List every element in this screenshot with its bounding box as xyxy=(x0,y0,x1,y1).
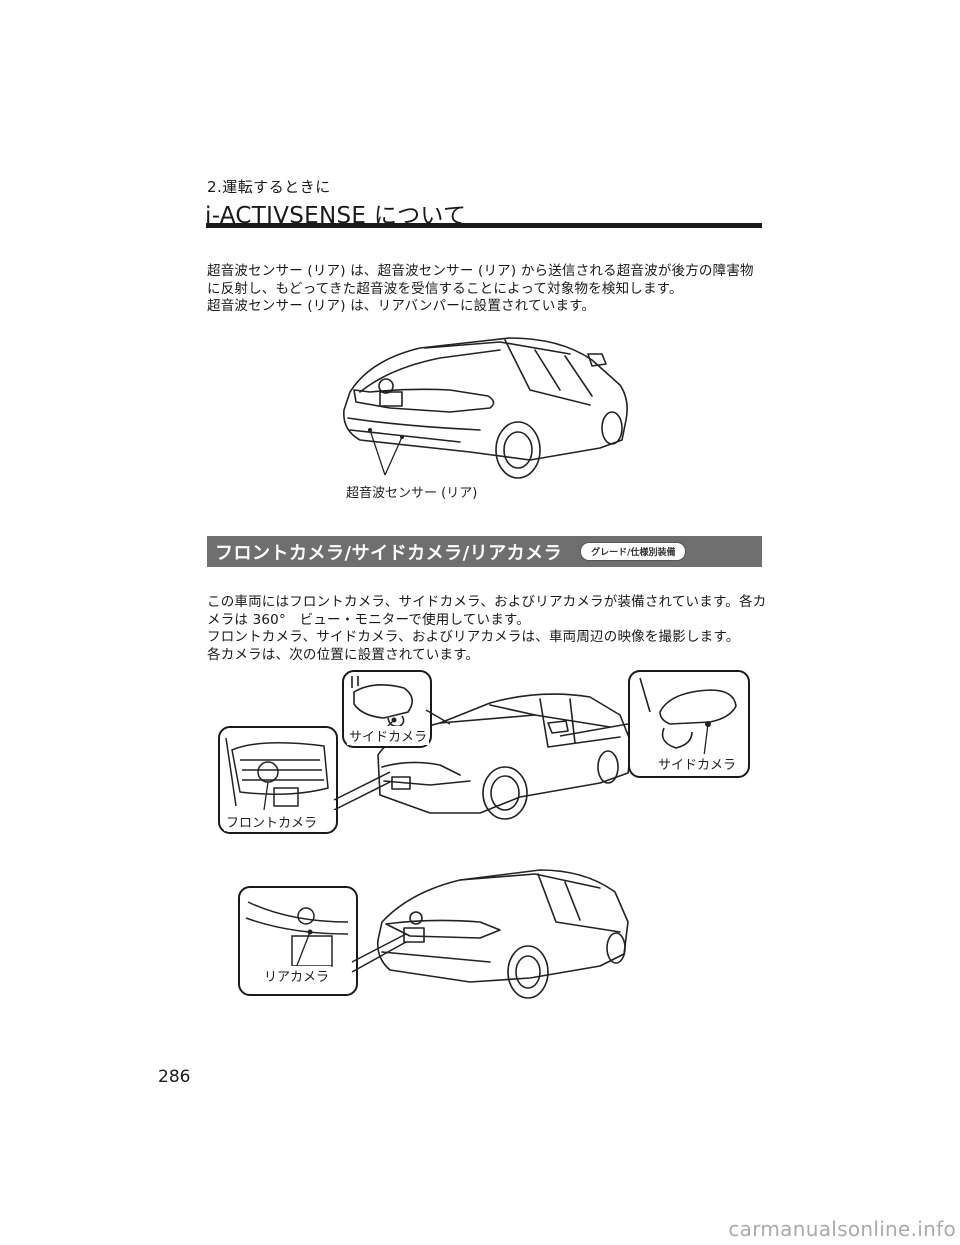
front-car-figure xyxy=(370,685,640,835)
body-paragraph: この車両にはフロントカメラ、サイドカメラ、およびリアカメラが装備されています。各… xyxy=(207,594,767,664)
right-mirror-inset: サイドカメラ xyxy=(628,670,750,778)
rear-camera-figure xyxy=(370,862,635,1012)
rear-camera-inset: リアカメラ xyxy=(238,886,358,996)
section-header: フロントカメラ/サイドカメラ/リアカメラ グレード/仕様別装備 xyxy=(207,536,762,567)
body-line: フロントカメラ、サイドカメラ、およびリアカメラは、車両周辺の映像を撮影します。 xyxy=(207,629,740,645)
title-rule xyxy=(206,223,762,228)
rear-camera-label: リアカメラ xyxy=(262,966,332,985)
intro-line: 超音波センサー (リア) は、リアバンパーに設置されています。 xyxy=(207,298,596,314)
intro-line: に反射し、もどってきた超音波を受信することによって対象物を検知します。 xyxy=(207,280,683,297)
section-title: フロントカメラ/サイドカメラ/リアカメラ xyxy=(215,542,563,564)
callout-lines xyxy=(351,933,407,973)
watermark: carmanualsonline.info xyxy=(728,1217,956,1241)
rear-sensor-label: 超音波センサー (リア) xyxy=(344,482,480,501)
intro-line: 超音波センサー (リア) は、超音波センサー (リア) から送信される超音波が後… xyxy=(207,263,754,279)
right-side-camera-label: サイドカメラ xyxy=(656,754,739,773)
breadcrumb: 2.運転するときに xyxy=(207,178,331,196)
rear-sensor-figure: 超音波センサー (リア) xyxy=(330,330,640,505)
callout-lines xyxy=(333,709,629,810)
front-camera-label: フロントカメラ xyxy=(224,812,320,831)
side-mirror-icon xyxy=(639,677,737,757)
page-number: 286 xyxy=(158,1067,191,1087)
left-side-camera-label: サイドカメラ xyxy=(347,726,430,745)
front-grille-icon xyxy=(225,737,329,811)
front-grille-inset: フロントカメラ xyxy=(218,726,338,834)
intro-paragraph: 超音波センサー (リア) は、超音波センサー (リア) から送信される超音波が後… xyxy=(207,263,767,316)
body-line: この車両にはフロントカメラ、サイドカメラ、およびリアカメラが装備されています。各… xyxy=(207,594,767,610)
car-rear-illustration xyxy=(376,869,629,999)
body-line: メラは 360° ビュー・モニターで使用しています。 xyxy=(207,611,530,628)
body-line: 各カメラは、次の位置に設置されています。 xyxy=(207,646,480,663)
car-front-illustration xyxy=(377,693,633,820)
car-rear-illustration xyxy=(343,337,628,479)
grade-badge: グレード/仕様別装備 xyxy=(580,542,687,561)
left-mirror-inset: サイドカメラ xyxy=(342,670,432,748)
